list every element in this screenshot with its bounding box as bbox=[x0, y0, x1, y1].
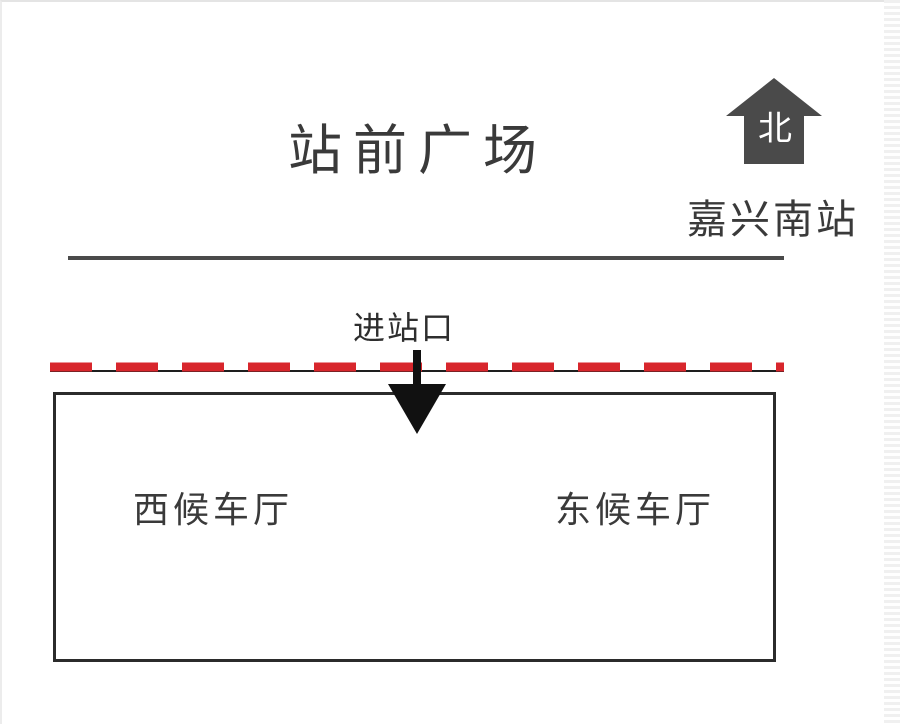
plaza-label: 站前广场 bbox=[288, 119, 548, 182]
waiting-hall-building bbox=[53, 392, 776, 662]
west-hall-label: 西候车厅 bbox=[133, 490, 294, 531]
arrow-down-icon bbox=[388, 350, 446, 434]
plaza-boundary-line bbox=[68, 256, 784, 260]
entrance-label: 进站口 bbox=[353, 309, 456, 347]
station-label: 嘉兴南站 bbox=[687, 197, 859, 243]
page-edge-strip bbox=[884, 0, 900, 724]
north-label: 北 bbox=[758, 109, 792, 149]
east-hall-label: 东候车厅 bbox=[555, 490, 716, 531]
house-north-icon bbox=[726, 78, 822, 164]
